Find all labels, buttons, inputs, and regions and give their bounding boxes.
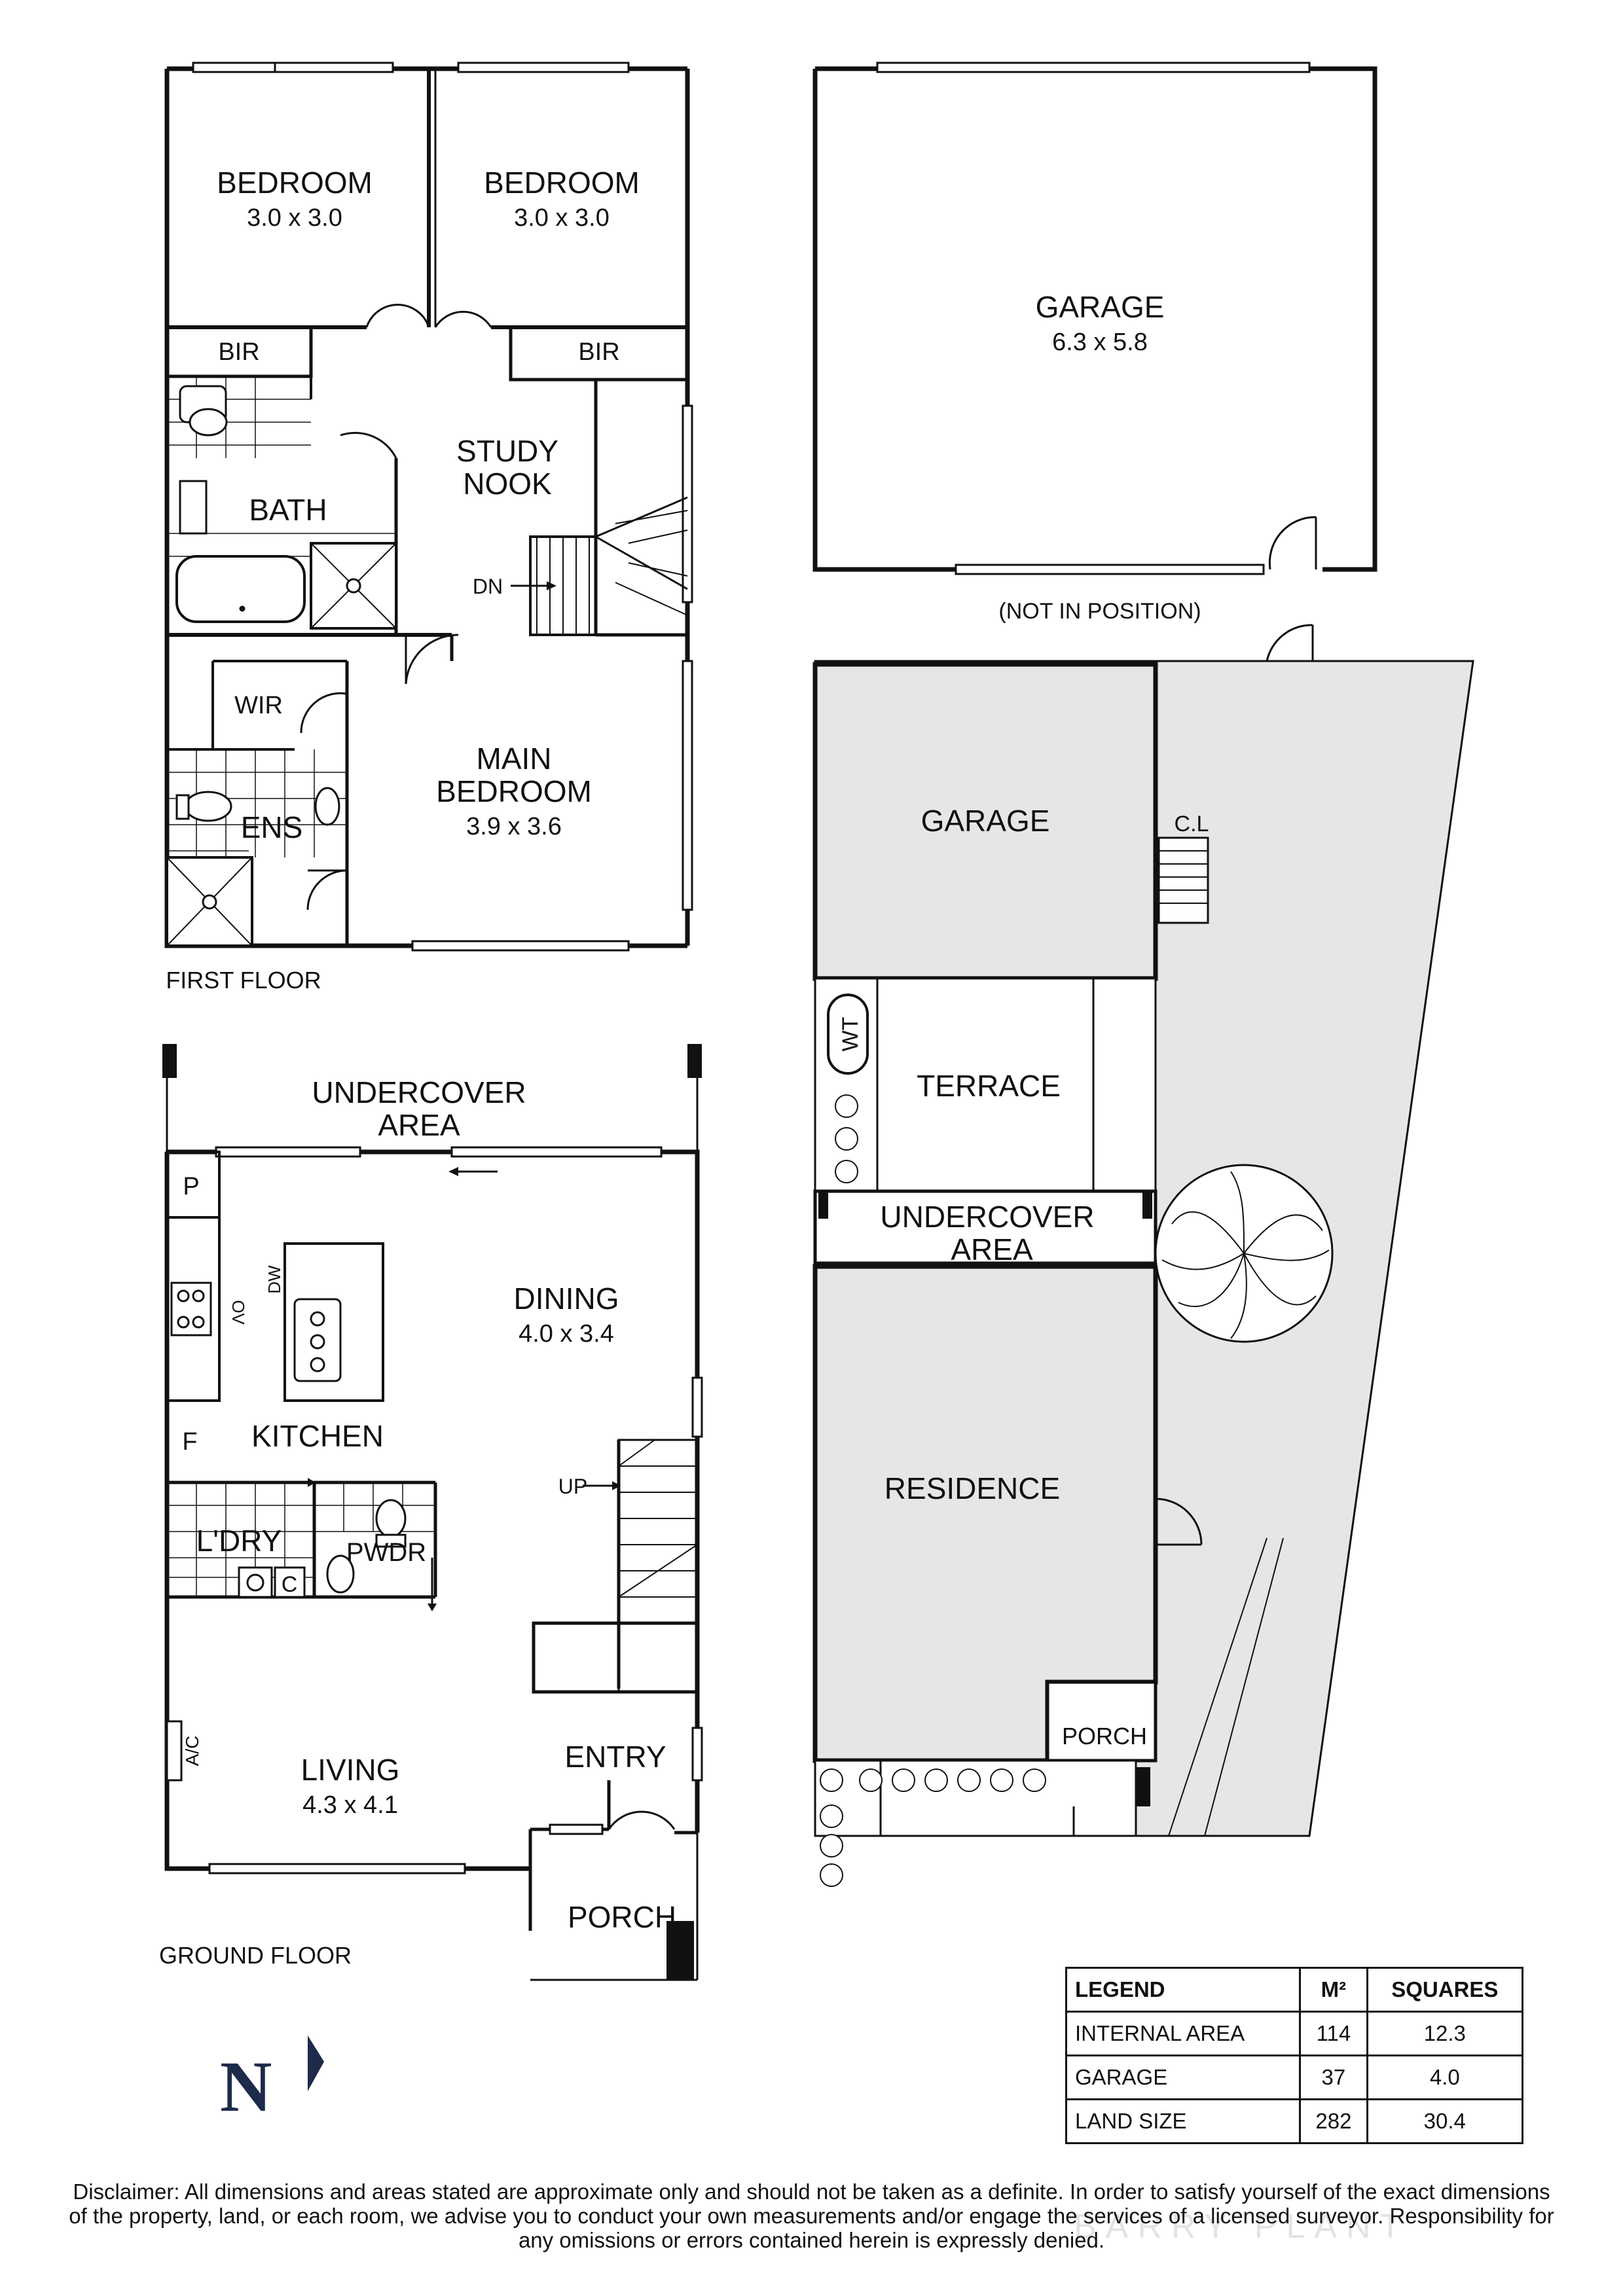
site-cl-label: C.L (1175, 812, 1209, 836)
site-garage-label: GARAGE (921, 804, 1050, 838)
detached-garage-dims: 6.3 x 5.8 (1052, 329, 1148, 356)
stair-dn-label: DN (473, 575, 503, 598)
laundry-label: L'DRY (196, 1524, 282, 1558)
site-terrace-label: TERRACE (917, 1069, 1061, 1103)
legend-squares-cell: 30.4 (1366, 2098, 1524, 2144)
legend-header-row: LEGEND M² SQUARES (1065, 1967, 1524, 2013)
dining-label: DINING (514, 1282, 619, 1316)
powder-room-label: PWDR (346, 1538, 426, 1567)
entry-label: ENTRY (564, 1740, 666, 1774)
site-water-tank-label: WT (838, 1017, 863, 1052)
north-indicator-label: N (220, 2047, 272, 2126)
legend-squares-cell: 4.0 (1366, 2054, 1524, 2100)
bath-label: BATH (249, 493, 327, 527)
site-undercover-label-line2: AREA (951, 1232, 1033, 1266)
legend-label-cell: GARAGE (1065, 2054, 1302, 2100)
ground-floor-plan (162, 1044, 703, 1981)
undercover-area-label-line2: AREA (378, 1108, 460, 1142)
pantry-label: P (183, 1173, 199, 1200)
legend-m2-cell: 37 (1299, 2054, 1368, 2100)
site-undercover-label-line1: UNDERCOVER (880, 1200, 1094, 1234)
first-floor-bedroom-1-dims: 3.0 x 3.0 (247, 204, 342, 232)
legend-table: LEGEND M² SQUARES INTERNAL AREA 114 12.3… (1065, 1967, 1524, 2144)
first-floor-bedroom-1-label: BEDROOM (217, 166, 373, 200)
ens-label: ENS (241, 810, 303, 844)
living-label: LIVING (301, 1753, 400, 1787)
wir-label: WIR (234, 692, 283, 719)
legend-row: INTERNAL AREA 114 12.3 (1065, 2011, 1524, 2056)
detached-garage-label: GARAGE (1036, 290, 1165, 324)
legend-label-cell: INTERNAL AREA (1065, 2011, 1302, 2056)
bir-left-label: BIR (218, 338, 259, 366)
main-bedroom-label-line1: MAIN (477, 742, 552, 776)
first-floor-plan (164, 62, 693, 952)
north-arrow-icon (308, 2036, 324, 2091)
fridge-label: F (182, 1428, 197, 1456)
oven-label: OV (228, 1300, 248, 1325)
legend-header-cell: SQUARES (1366, 1967, 1524, 2013)
dining-dims: 4.0 x 3.4 (519, 1320, 614, 1348)
porch-label: PORCH (568, 1900, 676, 1934)
disclaimer-text: Disclaimer: All dimensions and areas sta… (69, 2179, 1554, 2252)
site-plan (812, 624, 1474, 1887)
air-conditioner-label: A/C (182, 1736, 202, 1767)
first-floor-bedroom-2-label: BEDROOM (484, 166, 640, 200)
legend-m2-cell: 114 (1299, 2011, 1368, 2056)
main-bedroom-label-line2: BEDROOM (436, 774, 592, 808)
room-labels: BEDROOM 3.0 x 3.0 BEDROOM 3.0 x 3.0 BIR … (159, 166, 1209, 1969)
undercover-area-label-line1: UNDERCOVER (312, 1075, 526, 1109)
first-floor-bedroom-2-dims: 3.0 x 3.0 (514, 204, 610, 232)
legend-label-cell: LAND SIZE (1065, 2098, 1302, 2144)
dishwasher-label: DW (264, 1265, 284, 1294)
ground-floor-caption: GROUND FLOOR (159, 1942, 352, 1969)
study-nook-label-line2: NOOK (463, 467, 552, 501)
legend-row: GARAGE 37 4.0 (1065, 2054, 1524, 2100)
study-nook-label-line1: STUDY (456, 434, 558, 468)
legend-header-cell: M² (1299, 1967, 1368, 2013)
main-bedroom-dims: 3.9 x 3.6 (466, 813, 562, 840)
legend-squares-cell: 12.3 (1366, 2011, 1524, 2056)
legend-header-cell: LEGEND (1065, 1967, 1302, 2013)
agency-watermark: BARRY PLANT (1074, 2208, 1410, 2246)
living-dims: 4.3 x 4.1 (302, 1791, 398, 1819)
not-in-position-note: (NOT IN POSITION) (998, 599, 1201, 624)
site-residence-label: RESIDENCE (884, 1471, 1060, 1505)
cupboard-label: C (282, 1572, 298, 1597)
legend-row: LAND SIZE 282 30.4 (1065, 2098, 1524, 2144)
legend-m2-cell: 282 (1299, 2098, 1368, 2144)
detached-garage-plan (812, 62, 1377, 575)
site-porch-label: PORCH (1062, 1723, 1147, 1749)
kitchen-label: KITCHEN (251, 1419, 384, 1453)
stair-up-label: UP (558, 1475, 587, 1498)
first-floor-caption: FIRST FLOOR (166, 967, 321, 994)
bir-right-label: BIR (578, 338, 619, 366)
